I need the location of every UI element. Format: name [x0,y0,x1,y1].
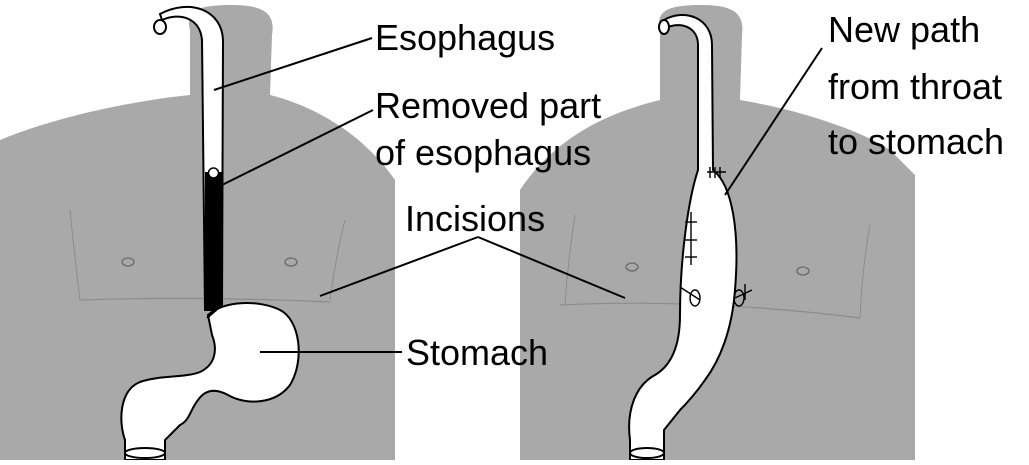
left-removed-segment [205,172,222,310]
right-tube-opening [659,20,669,34]
label-incisions: Incisions [405,198,545,239]
label-removed-part-line2: of esophagus [375,132,591,173]
right-intestine-end [630,448,664,458]
left-esophagus-opening [154,20,166,34]
label-new-path-line2: from throat [828,66,1002,107]
label-new-path-line1: New path [828,9,980,50]
label-removed-part-line1: Removed part [375,85,601,126]
label-stomach: Stomach [406,332,548,373]
left-removed-top-clip [209,168,219,178]
label-new-path-line3: to stomach [828,121,1004,162]
label-esophagus: Esophagus [375,17,555,58]
left-intestine-end [125,448,165,458]
